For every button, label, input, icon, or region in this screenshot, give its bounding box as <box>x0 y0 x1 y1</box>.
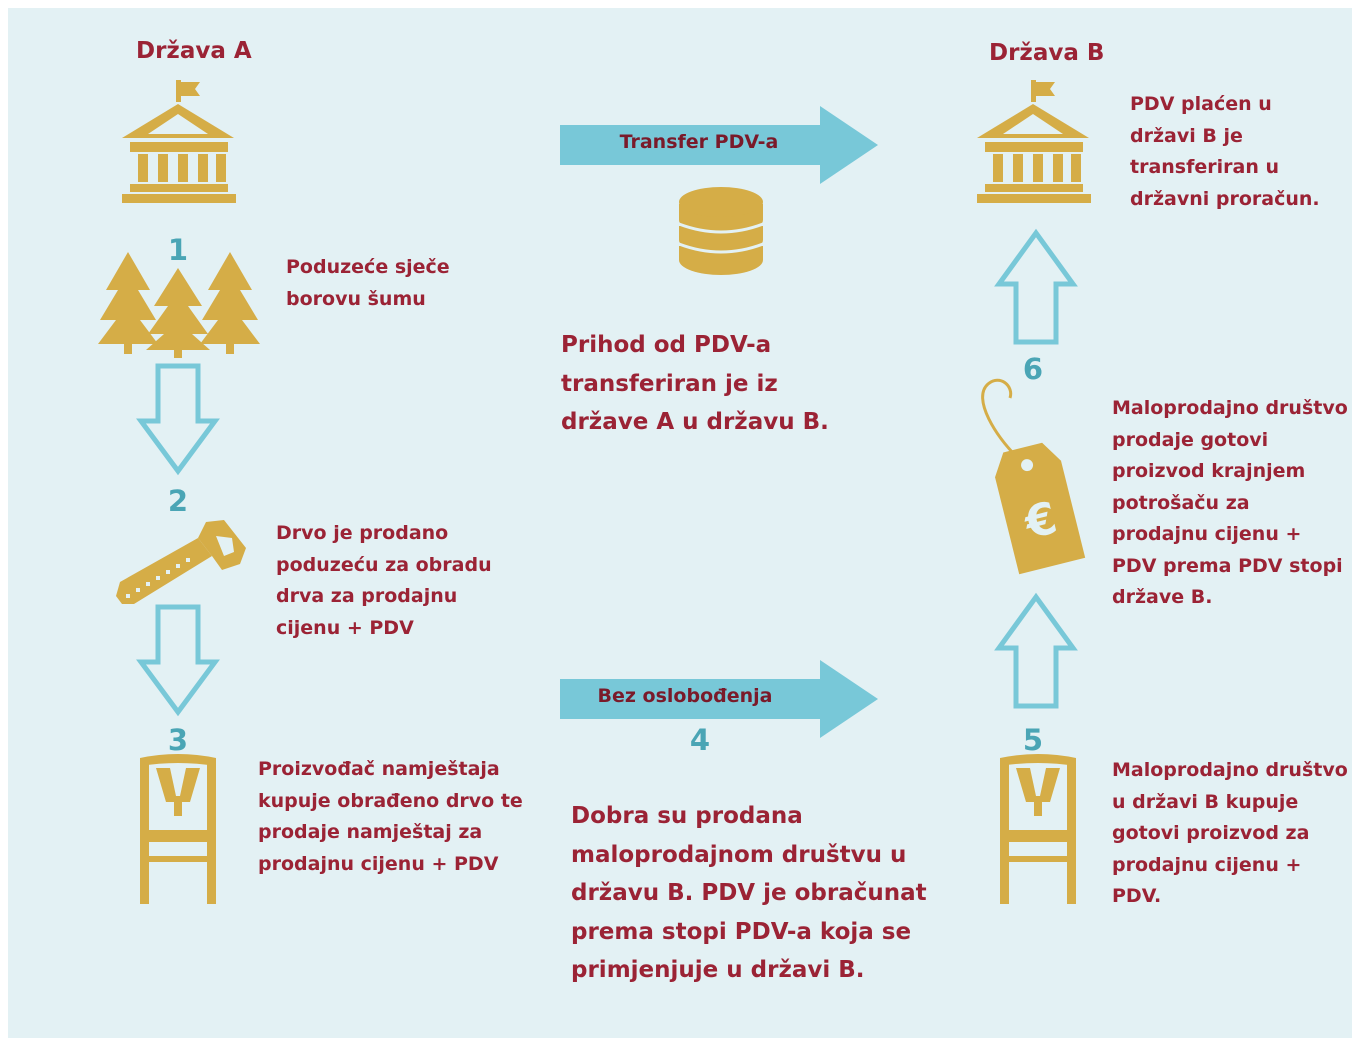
country-b-title: Država B <box>989 40 1105 66</box>
transfer-arrow <box>560 106 878 184</box>
step-3-number: 3 <box>167 723 189 757</box>
step-2-text: Drvo je prodano poduzeću za obradu drva … <box>276 522 492 639</box>
budget-text: PDV plaćen u državi B je transferiran u … <box>1130 93 1320 210</box>
step-4-text: Dobra su prodana maloprodajnom društvu u… <box>571 803 927 983</box>
coin-stack-icon <box>678 187 764 275</box>
euro-price-tag-icon: € <box>981 378 1086 575</box>
step-3-text: Proizvođač namještaja kupuje obrađeno dr… <box>258 758 523 875</box>
step-2-number: 2 <box>167 484 189 518</box>
step-5-number: 5 <box>1022 723 1044 757</box>
country-a-title: Država A <box>136 38 252 64</box>
step-1-text: Poduzeće sječe borovu šumu <box>286 256 450 310</box>
step-5-text: Maloprodajno društvo u državi B kupuje g… <box>1112 759 1348 907</box>
exemption-arrow <box>560 660 878 738</box>
government-building-icon <box>122 80 236 203</box>
hand-saw-icon <box>116 520 246 604</box>
diagram-background <box>8 8 1352 1038</box>
down-arrow-2 <box>136 604 220 717</box>
transfer-arrow-label: Transfer PDV-a <box>619 131 779 153</box>
step-6-number: 6 <box>1022 352 1044 386</box>
chair-icon <box>1000 754 1076 904</box>
step-6-text: Maloprodajno društvo prodaje gotovi proi… <box>1112 397 1348 608</box>
step-4-number: 4 <box>689 723 711 757</box>
up-arrow-5 <box>994 592 1078 709</box>
transfer-description: Prihod od PDV-a transferiran je iz držav… <box>561 332 829 435</box>
up-arrow-6 <box>994 228 1078 345</box>
government-building-icon <box>977 80 1091 203</box>
down-arrow-1 <box>136 363 220 476</box>
step-1-number: 1 <box>167 233 189 267</box>
exemption-arrow-label: Bez oslobođenja <box>597 685 773 707</box>
pine-trees-icon <box>98 252 260 358</box>
chair-icon <box>140 754 216 904</box>
